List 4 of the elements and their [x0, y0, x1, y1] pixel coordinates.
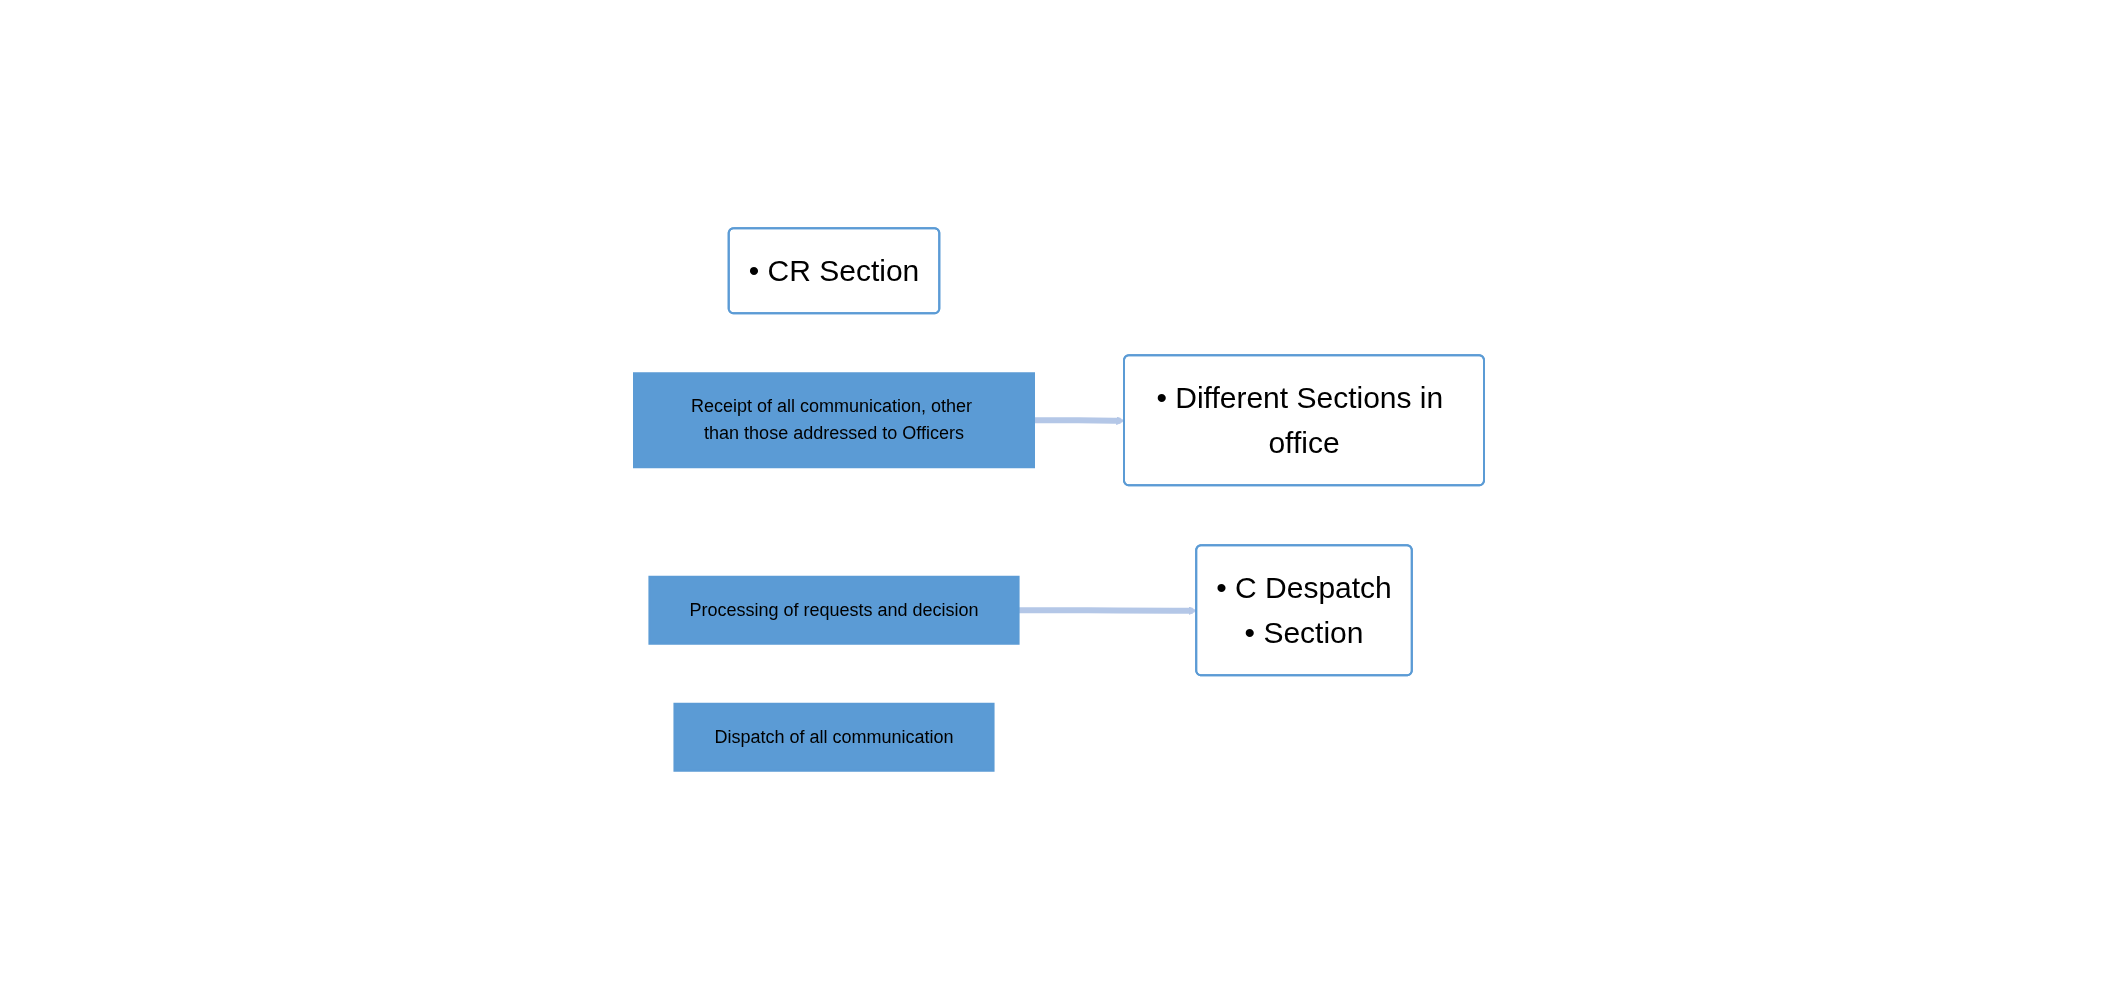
- node-box: Dispatch of all communication: [673, 702, 995, 772]
- node-box: Receipt of all communication, other than those addressed to Officers: [633, 372, 1035, 469]
- arrow: [1034, 416, 1125, 426]
- node-box: Processing of requests and decision: [648, 575, 1020, 645]
